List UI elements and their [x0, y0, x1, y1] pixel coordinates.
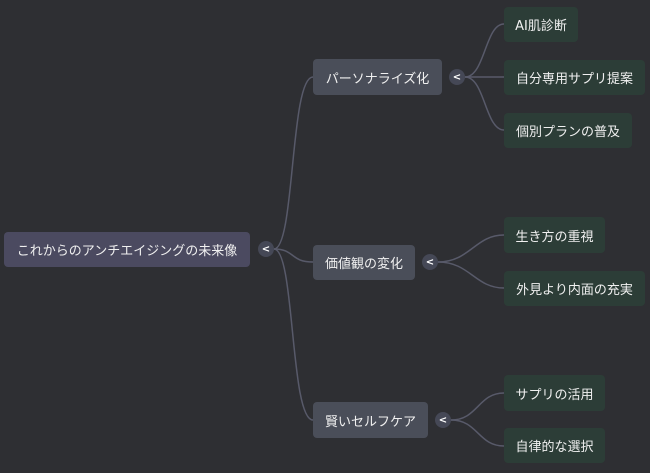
branch-node-personalize[interactable]: パーソナライズ化	[313, 59, 442, 95]
leaf-label: 自分専用サプリ提案	[515, 72, 633, 87]
edge-root-selfcare	[273, 248, 314, 421]
branch-node-values[interactable]: 価値観の変化	[313, 245, 415, 280]
leaf-label: 外見より内面の充実	[516, 283, 633, 298]
leaf-node[interactable]: 外見より内面の充実	[504, 271, 645, 306]
leaf-node[interactable]: 自律的な選択	[504, 428, 605, 463]
collapse-toggle-root[interactable]: <	[258, 241, 274, 257]
leaf-node[interactable]: 個別プランの普及	[504, 113, 632, 148]
leaf-node[interactable]: 自分専用サプリ提案	[504, 60, 645, 95]
leaf-label: サプリの活用	[515, 387, 594, 403]
root-node[interactable]: これからのアンチエイジングの未来像	[4, 232, 250, 267]
branch-label: 価値観の変化	[324, 257, 403, 272]
leaf-node[interactable]: AI肌診断	[504, 7, 578, 42]
leaf-node[interactable]: サプリの活用	[504, 375, 605, 411]
edge-leaf	[437, 261, 505, 289]
leaf-label: 生き方の重視	[515, 229, 594, 245]
leaf-label: 個別プランの普及	[515, 125, 620, 140]
collapse-toggle-values[interactable]: <	[422, 254, 438, 270]
collapse-toggle-personalize[interactable]: <	[449, 69, 465, 85]
leaf-label: AI肌診断	[515, 19, 567, 34]
edge-leaf	[464, 23, 505, 78]
root-label: これからのアンチエイジングの未来像	[16, 244, 238, 259]
edge-leaf	[450, 419, 505, 447]
edge-leaf	[450, 392, 505, 421]
collapse-toggle-selfcare[interactable]: <	[435, 412, 451, 428]
edge-root-values	[273, 248, 314, 263]
leaf-node[interactable]: 生き方の重視	[504, 217, 605, 253]
branch-label: パーソナライズ化	[325, 71, 430, 87]
branch-node-selfcare[interactable]: 賢いセルフケア	[313, 402, 428, 438]
edge-leaf	[464, 76, 505, 131]
branch-label: 賢いセルフケア	[324, 414, 416, 430]
edge-leaf	[437, 234, 505, 263]
leaf-label: 自律的な選択	[515, 440, 594, 455]
edge-root-personalize	[273, 76, 314, 250]
